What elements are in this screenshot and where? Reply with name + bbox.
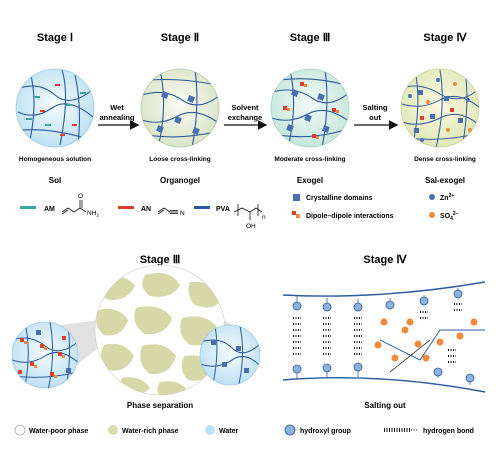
sal-exogel-circle [400,68,480,148]
svg-text:SO42−: SO42− [440,211,459,222]
stage-1-title: Stage Ⅰ [37,32,73,44]
hydroxyl-label: hydroxyl group [300,428,351,435]
legend-phase: Water-poor phase Water-rich phase Water [14,424,238,436]
water-poor-label: Water-poor phase [29,428,88,435]
stage-2-caption: Loose cross-linking [149,156,210,163]
stage-1-caption: Homogeneous solution [19,156,91,163]
bottom-right-title: Stage Ⅳ [363,254,407,266]
bottom-left-title: Stage Ⅲ [140,254,181,266]
so4-swatch [429,212,435,218]
stage-4-state: Sal-exogel [425,176,465,185]
pva-structure-icon [233,204,263,220]
stage-4-caption: Dense cross-linking [414,156,476,163]
arrow-3-line2: out [369,113,381,122]
svg-text:Zn2+: Zn2+ [440,193,454,202]
oh-label: OH [246,223,256,230]
arrow-1-line2: annealing [99,113,134,122]
water-rich-swatch [108,425,118,435]
zn-label: Zn [440,195,449,202]
phase-separation-label: Phase separation [127,401,193,410]
stage-1-state: Sol [49,176,61,185]
cn-label: N [180,210,185,217]
organogel-circle [140,68,220,148]
water-label: Water [219,428,238,435]
salting-out-label: Salting out [364,401,406,410]
zn-swatch [429,194,435,200]
crystalline-label: Crystalline domains [306,195,373,202]
legend-salting: hydroxyl group hydrogen bond [284,424,474,436]
svg-text:O: O [78,193,83,200]
water-swatch [205,425,215,435]
water-rich-label: Water-rich phase [122,428,179,435]
phase-separation-circle [94,264,226,396]
so4-superscript: 2− [453,211,459,217]
stage-4-title: Stage Ⅳ [423,32,467,44]
svg-text:NH2: NH2 [87,210,99,218]
sol-circle [15,68,95,148]
water-rich-zoom-circle [199,324,261,386]
stage-2-title: Stage Ⅱ [161,32,199,44]
arrow-3-line1: Salting [362,103,387,112]
am-structure-icon [61,200,87,215]
crystalline-swatch [293,194,300,201]
stage-2-state: Organogel [160,176,200,185]
dipole-swatch [292,211,300,218]
nh2-label: NH [87,210,97,217]
arrow-1-line1: Wet [110,103,124,112]
pva-swatch [194,206,210,209]
an-structure-icon [157,207,178,215]
legend-top: AM NH2 O AN N PVA n OH C [20,193,459,230]
an-swatch [118,206,134,209]
water-poor-zoom-circle [11,321,79,389]
zn-superscript: 2+ [449,193,455,199]
so4-subscript: 4 [450,216,453,222]
exogel-circle [270,68,350,148]
hydrogen-bond-label: hydrogen bond [423,428,474,435]
so4-label: SO [440,213,451,220]
hydroxyl-swatch [284,424,296,436]
arrow-2-line1: Solvent [231,103,259,112]
am-label: AM [44,206,55,213]
stage-3-state: Exogel [297,176,323,185]
arrow-2-line2: exchange [228,113,263,122]
water-poor-swatch [14,424,26,436]
stage-3-title: Stage Ⅲ [290,32,331,44]
dipole-label: Dipole–dipole interactions [306,213,394,220]
an-label: AN [141,206,151,213]
pva-label: PVA [216,206,230,213]
nh2-subscript: 2 [96,213,99,218]
am-swatch [20,206,36,209]
pva-subscript-n: n [262,214,266,221]
stage-3-caption: Moderate cross-linking [274,156,345,163]
salting-out-diagram [282,281,486,393]
